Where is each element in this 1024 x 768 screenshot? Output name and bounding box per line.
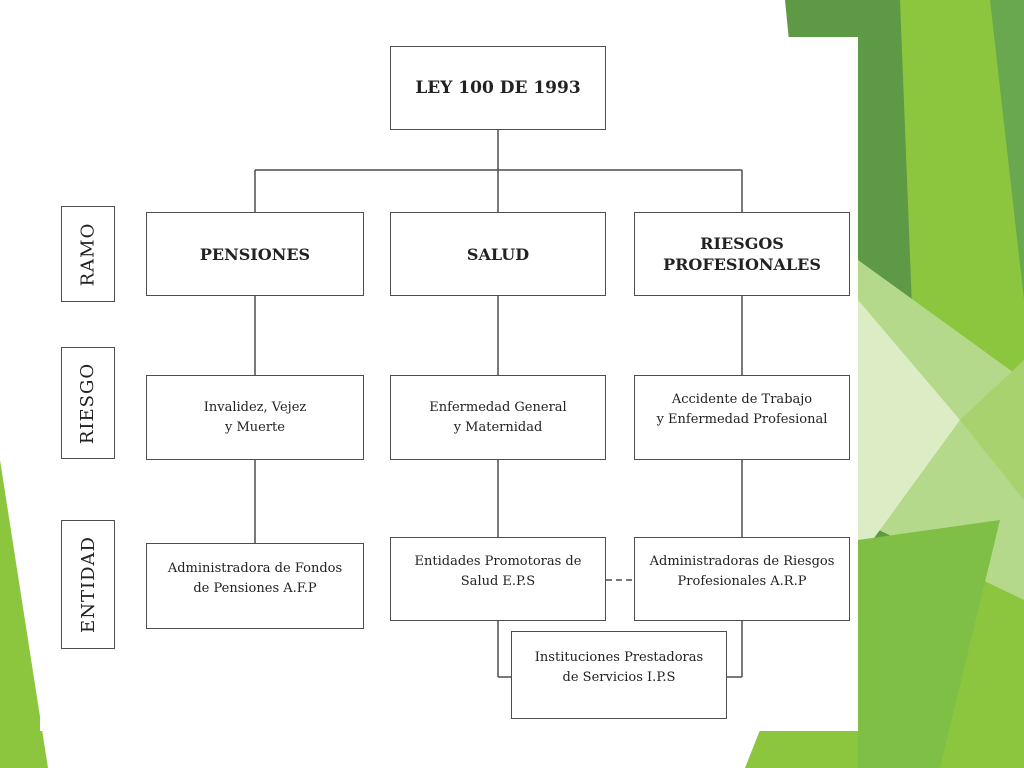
row-label-riesgo-text: RIESGO [77,362,99,444]
entidad-afp-node: Administradora de Fondos de Pensiones A.… [146,543,364,629]
ramo-pensiones-text: PENSIONES [199,244,311,264]
row-label-ramo: RAMO [61,206,115,302]
entidad-arp-node: Administradoras de Riesgos Profesionales… [634,537,850,621]
riesgo-salud-text: Enfermedad General y Maternidad [429,399,567,435]
root-node: LEY 100 DE 1993 [390,46,606,130]
green-shape [960,360,1024,500]
entidad-eps-node: Entidades Promotoras de Salud E.P.S [390,537,606,621]
entidad-arp-text: Administradoras de Riesgos Profesionales… [649,554,835,589]
green-shape [858,300,960,560]
ramo-riesgos-node: RIESGOS PROFESIONALES [634,212,850,296]
entidad-ips-text: Instituciones Prestadoras de Servicios I… [534,650,704,685]
riesgo-salud-node: Enfermedad General y Maternidad [390,375,606,460]
riesgo-pensiones-node: Invalidez, Vejez y Muerte [146,375,364,460]
row-label-ramo-text: RAMO [77,222,99,286]
riesgo-riesgos-node: Accidente de Trabajo y Enfermedad Profes… [634,375,850,460]
row-label-riesgo: RIESGO [61,347,115,459]
green-shape [858,520,1000,768]
ramo-riesgos-text: RIESGOS PROFESIONALES [663,234,821,274]
riesgo-pensiones-text: Invalidez, Vejez y Muerte [203,399,307,435]
ramo-salud-node: SALUD [390,212,606,296]
ramo-salud-text: SALUD [466,244,530,264]
row-label-entidad-text: ENTIDAD [77,536,99,633]
entidad-eps-text: Entidades Promotoras de Salud E.P.S [414,554,582,589]
ramo-pensiones-node: PENSIONES [146,212,364,296]
entidad-ips-node: Instituciones Prestadoras de Servicios I… [511,631,727,719]
entidad-afp-text: Administradora de Fondos de Pensiones A.… [167,561,343,596]
green-shape [990,0,1024,300]
row-label-entidad: ENTIDAD [61,520,115,649]
root-node-text: LEY 100 DE 1993 [415,78,581,98]
riesgo-riesgos-text: Accidente de Trabajo y Enfermedad Profes… [656,391,828,427]
green-shape [0,460,48,768]
